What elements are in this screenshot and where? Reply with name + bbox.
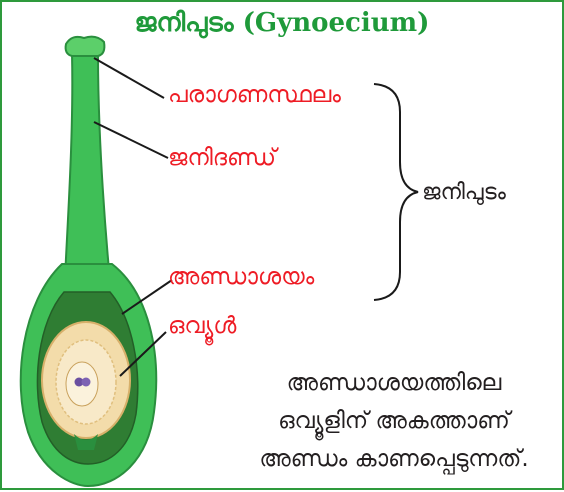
label-style: ജനിദണ്ഡ് xyxy=(168,145,276,171)
pointer-stigma xyxy=(94,58,164,98)
caption-line-3: അണ്ഡം കാണപ്പെടുന്നത്. xyxy=(234,440,554,478)
caption-line-1: അണ്ഡാശയത്തിലെ xyxy=(234,364,554,402)
label-ovary: അണ്ഡാശയം xyxy=(168,264,314,290)
gynoecium-brace xyxy=(374,84,418,300)
label-ovule: ഒവ്യൂൾ xyxy=(168,313,236,339)
caption-note: അണ്ഡാശയത്തിലെ ഒവ്യൂളിന് അകത്താണ് അണ്ഡം ക… xyxy=(234,364,554,478)
label-stigma: പരാഗണസ്ഥലം xyxy=(168,82,341,108)
egg-nucleus-2 xyxy=(82,378,91,387)
stigma-head xyxy=(66,37,105,56)
label-gynoecium: ജനിപുടം xyxy=(422,180,506,205)
caption-line-2: ഒവ്യൂളിന് അകത്താണ് xyxy=(234,402,554,440)
pointer-style xyxy=(94,122,168,158)
